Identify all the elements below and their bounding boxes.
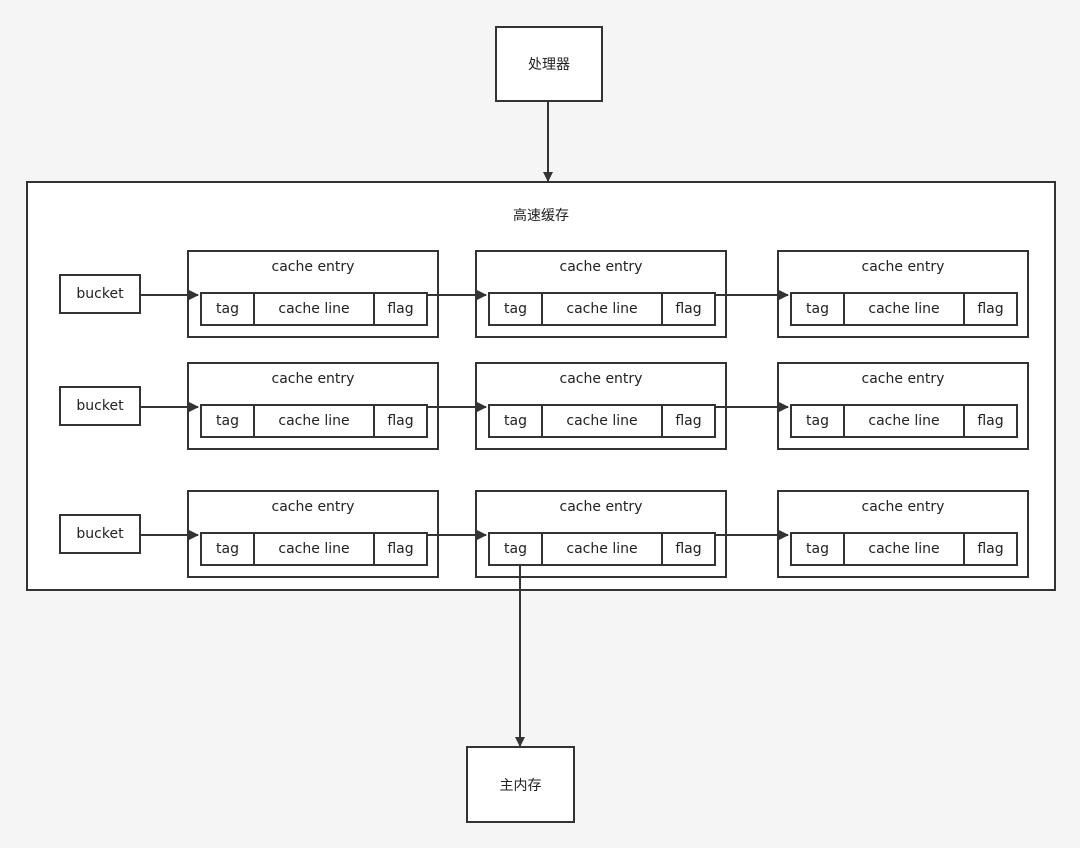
processor-label: 处理器 [528,57,570,73]
main-memory-box: 主内存 [466,746,575,823]
tag-field: tag [490,406,543,436]
tag-field: tag [202,534,255,564]
bucket-box: bucket [59,386,141,426]
cache-entry-title: cache entry [861,499,945,515]
cache-line-field: cache line [845,294,965,324]
flag-field: flag [675,413,702,429]
bucket-box: bucket [59,274,141,314]
tag-field: tag [490,294,543,324]
flag-field: flag [387,301,414,317]
flag-field: flag [387,541,414,557]
tag-field: tag [202,406,255,436]
cache-line-field: cache line [543,534,663,564]
cache-line-field: cache line [845,406,965,436]
cache-line-field: cache line [543,406,663,436]
cache-title: 高速缓存 [513,208,569,224]
cache-entry-title: cache entry [271,259,355,275]
cache-entry-title: cache entry [861,259,945,275]
bucket-label: bucket [76,526,124,542]
cache-entry-title: cache entry [559,259,643,275]
cache-entry-title: cache entry [861,371,945,387]
tag-field: tag [792,406,845,436]
cache-line-field: cache line [845,534,965,564]
bucket-label: bucket [76,398,124,414]
flag-field: flag [387,413,414,429]
main-memory-label: 主内存 [499,777,542,794]
cache-line-field: cache line [255,406,375,436]
cache-entry-title: cache entry [271,371,355,387]
cache-entry-title: cache entry [559,371,643,387]
cache-line-field: cache line [255,294,375,324]
cache-entry-title: cache entry [559,499,643,515]
cache-entry-title: cache entry [271,499,355,515]
tag-field: tag [202,294,255,324]
tag-field: tag [792,534,845,564]
cache-line-field: cache line [543,294,663,324]
tag-field: tag [792,294,845,324]
flag-field: flag [675,301,702,317]
flag-field: flag [977,301,1004,317]
tag-field: tag [490,534,543,564]
flag-field: flag [977,413,1004,429]
processor-box: 处理器 [495,26,603,102]
flag-field: flag [977,541,1004,557]
bucket-label: bucket [76,286,124,302]
bucket-box: bucket [59,514,141,554]
flag-field: flag [675,541,702,557]
cache-line-field: cache line [255,534,375,564]
